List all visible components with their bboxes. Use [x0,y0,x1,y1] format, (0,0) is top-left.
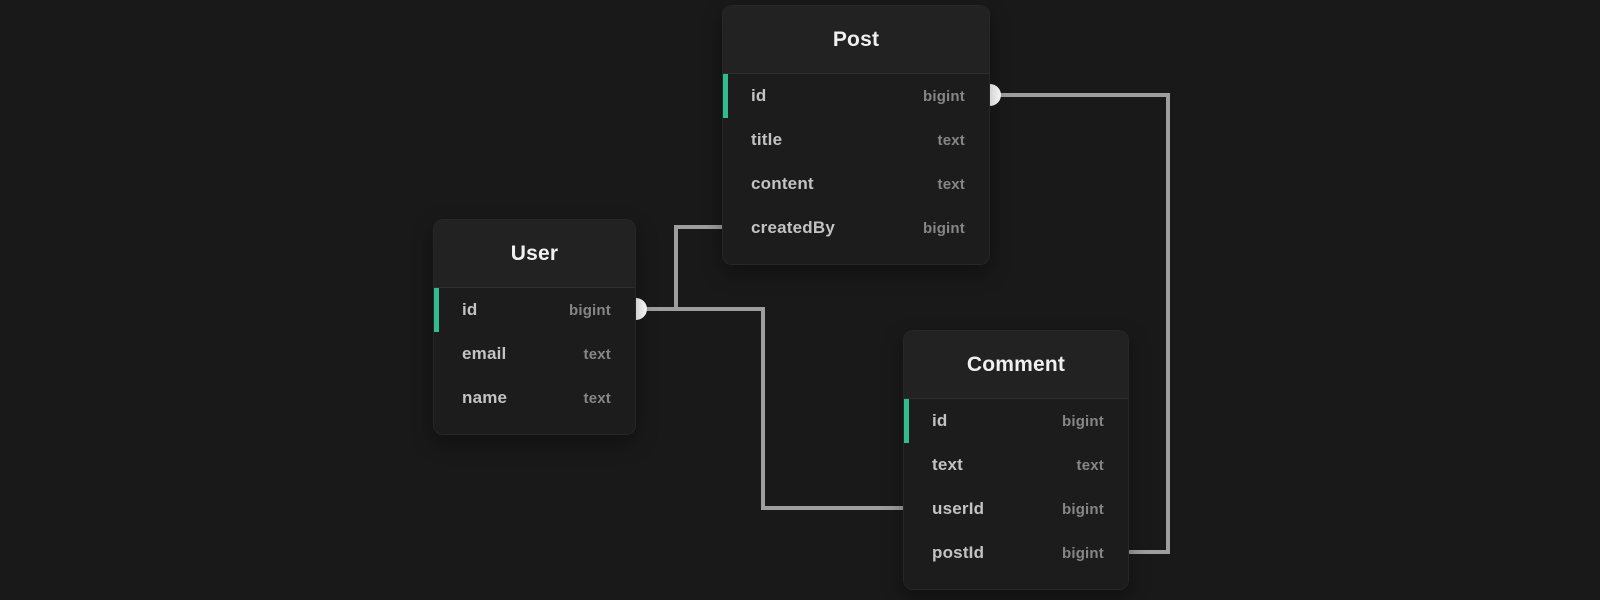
column-name: postId [932,543,985,562]
column-type: text [583,389,611,407]
column-type: bigint [568,301,611,319]
relation-wire-user-comment [637,307,903,510]
column-row: id bigint [434,288,635,332]
table-title: Post [832,27,880,51]
column-type: bigint [1061,500,1104,518]
table-header: Post [723,6,989,74]
column-name: userId [932,499,985,518]
primary-key-indicator [434,288,439,332]
table-header: Comment [904,331,1128,399]
table-title: User [510,241,559,265]
table-node-user[interactable]: User id bigint email text name text [433,219,636,435]
primary-key-indicator [723,74,728,118]
column-row: content text [723,162,989,206]
column-row: name text [434,376,635,420]
column-type: text [937,131,965,149]
column-type: text [1076,456,1104,474]
column-row: createdBy bigint [723,206,989,250]
column-name: content [751,174,814,193]
column-name: title [751,130,783,149]
column-name: id [462,300,478,319]
relation-wire-user-post [637,225,722,311]
column-row: id bigint [904,399,1128,443]
table-columns: id bigint text text userId bigint postId bigint [904,399,1128,589]
column-type: bigint [922,87,965,105]
column-row: id bigint [723,74,989,118]
column-type: text [937,175,965,193]
column-row: title text [723,118,989,162]
column-name: name [462,388,508,407]
column-type: text [583,345,611,363]
column-name: id [932,411,948,430]
table-columns: id bigint email text name text [434,288,635,434]
primary-key-indicator [904,399,909,443]
table-columns: id bigint title text content text createdBy big… [723,74,989,264]
relation-wire-post-comment [991,93,1170,554]
table-title: Comment [966,352,1066,376]
column-row: email text [434,332,635,376]
column-name: text [932,455,964,474]
column-row: text text [904,443,1128,487]
table-node-post[interactable]: Post id bigint title text content text created… [722,5,990,265]
column-name: createdBy [751,218,836,237]
column-type: bigint [1061,544,1104,562]
column-type: bigint [1061,412,1104,430]
column-type: bigint [922,219,965,237]
column-row: userId bigint [904,487,1128,531]
column-name: id [751,86,767,105]
table-header: User [434,220,635,288]
column-name: email [462,344,507,363]
column-row: postId bigint [904,531,1128,575]
